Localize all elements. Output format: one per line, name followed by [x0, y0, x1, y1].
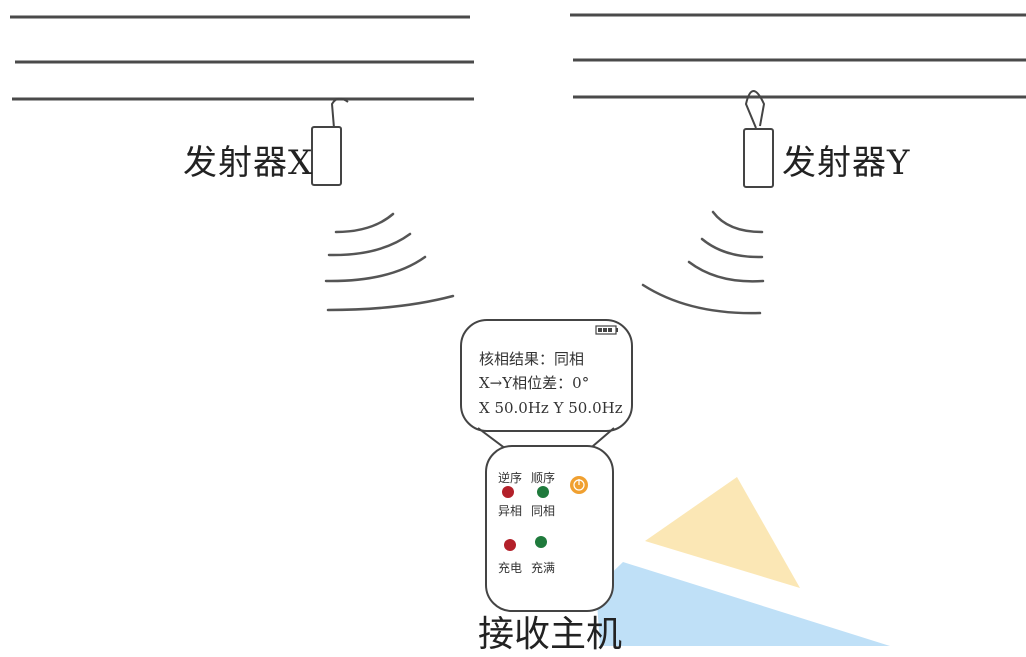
- led-full: [535, 536, 547, 548]
- transmitter-x-body: [311, 126, 342, 186]
- signal-waves-right: [641, 210, 765, 315]
- led-forward-same: [537, 486, 549, 498]
- indicator-label-full: 充满: [531, 561, 556, 575]
- watermark-yellow-triangle: [645, 477, 800, 588]
- indicator-label-reverse: 逆序: [498, 471, 523, 485]
- power-icon[interactable]: [570, 476, 588, 494]
- power-lines-left: [10, 15, 474, 101]
- watermark-blue-shape: [596, 562, 890, 646]
- transmitter-x-label: 发射器X: [183, 143, 314, 183]
- screen-frequency-line: X 50.0Hz Y 50.0Hz: [479, 399, 623, 417]
- battery-icon: [595, 325, 618, 335]
- signal-waves-left: [324, 212, 455, 312]
- indicator-label-forward: 顺序: [531, 471, 556, 485]
- transmitter-y-body: [743, 128, 774, 188]
- transmitter-x: [311, 97, 349, 186]
- indicator-label-charging: 充电: [498, 561, 523, 575]
- indicator-label-diff-phase: 异相: [498, 504, 523, 518]
- led-reverse-diff: [502, 486, 514, 498]
- transmitter-y-label: 发射器Y: [782, 143, 911, 183]
- transmitter-x-hook: [330, 97, 349, 129]
- receiver-screen-frame: [460, 319, 633, 432]
- indicator-label-same-phase: 同相: [531, 504, 556, 518]
- led-charging: [504, 539, 516, 551]
- receiver-label: 接收主机: [478, 614, 623, 655]
- transmitter-y: [743, 90, 774, 188]
- transmitter-y-hook: [744, 90, 766, 129]
- screen-result-line: 核相结果：同相: [479, 350, 585, 368]
- power-lines-right: [570, 13, 1026, 99]
- screen-phase-diff-line: X→Y相位差：0°: [479, 374, 590, 392]
